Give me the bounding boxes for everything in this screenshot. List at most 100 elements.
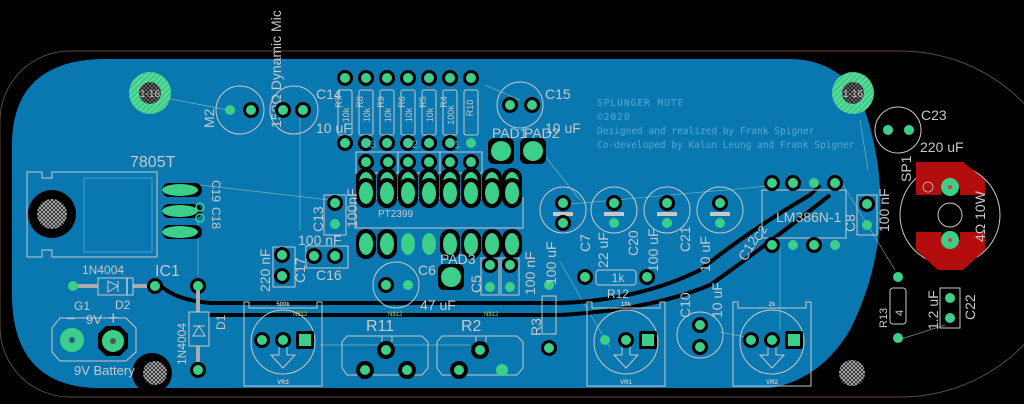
component-c4-c9[interactable]: C5 100 nF — [468, 251, 538, 296]
lm386-pin[interactable] — [830, 178, 840, 188]
pad3[interactable]: PAD3 — [438, 251, 476, 290]
component-c15[interactable]: C15 10 uF — [496, 81, 581, 136]
trimpot-pin[interactable] — [746, 335, 756, 345]
pt2399-pin[interactable] — [485, 182, 499, 204]
speaker-pad-minus[interactable] — [916, 232, 985, 270]
resistor-pad-bottom[interactable] — [424, 138, 434, 148]
resistor-pad-bottom[interactable] — [361, 138, 371, 148]
lm386-pin[interactable] — [767, 240, 777, 250]
component-c13[interactable]: C13 100 nF — [298, 194, 347, 248]
component-g1-battery[interactable]: G1 − 9V + 9V Battery — [51, 299, 137, 378]
resistor-pad-top[interactable] — [361, 73, 371, 83]
cap-pad[interactable] — [445, 157, 455, 167]
trimpot-pin[interactable] — [767, 335, 777, 345]
resistor-pad-top[interactable] — [340, 73, 350, 83]
pt2399-pin[interactable] — [401, 233, 415, 255]
mounting-hole-left[interactable]: 1-16 — [129, 72, 171, 114]
cap-pad-plus[interactable] — [558, 198, 568, 208]
cap-pad-minus[interactable] — [662, 218, 672, 228]
component-c23[interactable]: C23 220 uF — [874, 106, 964, 155]
pt2399-pin[interactable] — [380, 182, 394, 204]
component-c8[interactable]: C8 100 nF — [842, 188, 892, 236]
pt2399-pin[interactable] — [464, 233, 478, 255]
component-m2[interactable]: M2 — [201, 85, 265, 135]
cap-pad-minus[interactable] — [715, 218, 725, 228]
pt2399-pin[interactable] — [380, 233, 394, 255]
lm386-pin[interactable] — [830, 240, 840, 250]
component-r3[interactable]: R3 100 uF — [528, 241, 559, 356]
pt2399-pin[interactable] — [359, 182, 373, 204]
lm386-pin[interactable] — [809, 240, 819, 250]
cap-ref: C1 — [446, 139, 460, 151]
trimpot-pin[interactable] — [278, 335, 288, 345]
lm386-pin[interactable] — [788, 240, 798, 250]
component-sp1[interactable]: SP1 4Ω 10W — [898, 155, 1001, 270]
electrolytic-caps[interactable] — [539, 186, 744, 234]
lm386-pin[interactable] — [809, 178, 819, 188]
pt2399-pin[interactable] — [505, 233, 519, 255]
pt2399-pin[interactable] — [464, 182, 478, 204]
cap-pad[interactable] — [466, 157, 476, 167]
c17-value: 220 nF — [257, 248, 273, 292]
component-c10[interactable]: C10 — [676, 292, 724, 359]
resistor-pad-bottom[interactable] — [382, 138, 392, 148]
component-r13[interactable]: 4 R13 — [878, 272, 907, 343]
lm386-pin[interactable] — [767, 178, 777, 188]
pt2399-pin[interactable] — [422, 182, 436, 204]
cap-pad[interactable] — [383, 157, 393, 167]
lm386-pin[interactable] — [788, 178, 798, 188]
resistor-pad-top[interactable] — [445, 73, 455, 83]
pad2[interactable]: PAD2 — [520, 125, 560, 164]
resistor-pad-bottom[interactable] — [466, 138, 476, 148]
component-r2[interactable]: R2 — [436, 318, 524, 379]
ic-lm386[interactable]: LM386N-1 — [761, 175, 847, 253]
pt2399-pin[interactable] — [443, 182, 457, 204]
component-d1[interactable]: D1 1N4004 — [175, 278, 228, 378]
cap-pad-minus[interactable] — [558, 218, 568, 228]
cap-pad[interactable] — [361, 157, 371, 167]
component-r11[interactable]: R11 — [341, 318, 429, 379]
pt2399-pin[interactable] — [401, 182, 415, 204]
component-c6[interactable]: C6 47 uF — [372, 261, 456, 313]
pt2399-pin[interactable] — [422, 233, 436, 255]
cap-pad[interactable] — [424, 157, 434, 167]
pad1[interactable]: PAD1 — [488, 125, 528, 164]
mounting-hole-regulator-inner — [37, 199, 67, 229]
pt2399-pin[interactable] — [485, 233, 499, 255]
resistor-pad-top[interactable] — [466, 73, 476, 83]
resistor-pad-bottom[interactable] — [340, 138, 350, 148]
component-r12[interactable]: 1k R12 — [577, 269, 655, 301]
ic-pt2399[interactable]: PT2399 — [354, 178, 524, 259]
trimpot-pin-square[interactable] — [299, 334, 311, 346]
pt2399-pin[interactable] — [359, 233, 373, 255]
component-c22[interactable]: C22 1.2 uF — [925, 287, 978, 330]
component-c17[interactable]: C17 220 nF — [257, 246, 308, 292]
trimpot-pin[interactable] — [621, 335, 631, 345]
trimpot-pin-square[interactable] — [642, 334, 654, 346]
resistor-pad-top[interactable] — [382, 73, 392, 83]
resistor-pad-bottom[interactable] — [445, 138, 455, 148]
resistor-pad-bottom[interactable] — [403, 138, 413, 148]
trimpot-pin[interactable] — [600, 335, 610, 345]
trimpot-pin[interactable] — [257, 335, 267, 345]
cap-pad-plus[interactable] — [662, 198, 672, 208]
mounting-hole-right[interactable]: 1-16 — [832, 72, 874, 114]
component-c14[interactable]: C14 10 uF — [269, 85, 352, 136]
component-c16[interactable]: C16 — [305, 245, 349, 283]
component-d2[interactable]: 1N4004 D2 — [68, 263, 163, 312]
cap-pad[interactable] — [403, 157, 413, 167]
trimpot-pin-square[interactable] — [788, 334, 800, 346]
component-regulator-7805t[interactable]: 7805T C19 C18 IC1 — [26, 154, 223, 280]
resistor-pad-top[interactable] — [403, 73, 413, 83]
pt2399-pin[interactable] — [443, 233, 457, 255]
cap-pad-plus[interactable] — [609, 198, 619, 208]
cap-pad-plus[interactable] — [715, 198, 725, 208]
resistor-pad-top[interactable] — [424, 73, 434, 83]
cap-pad-minus[interactable] — [609, 218, 619, 228]
pt2399-pin[interactable] — [505, 182, 519, 204]
